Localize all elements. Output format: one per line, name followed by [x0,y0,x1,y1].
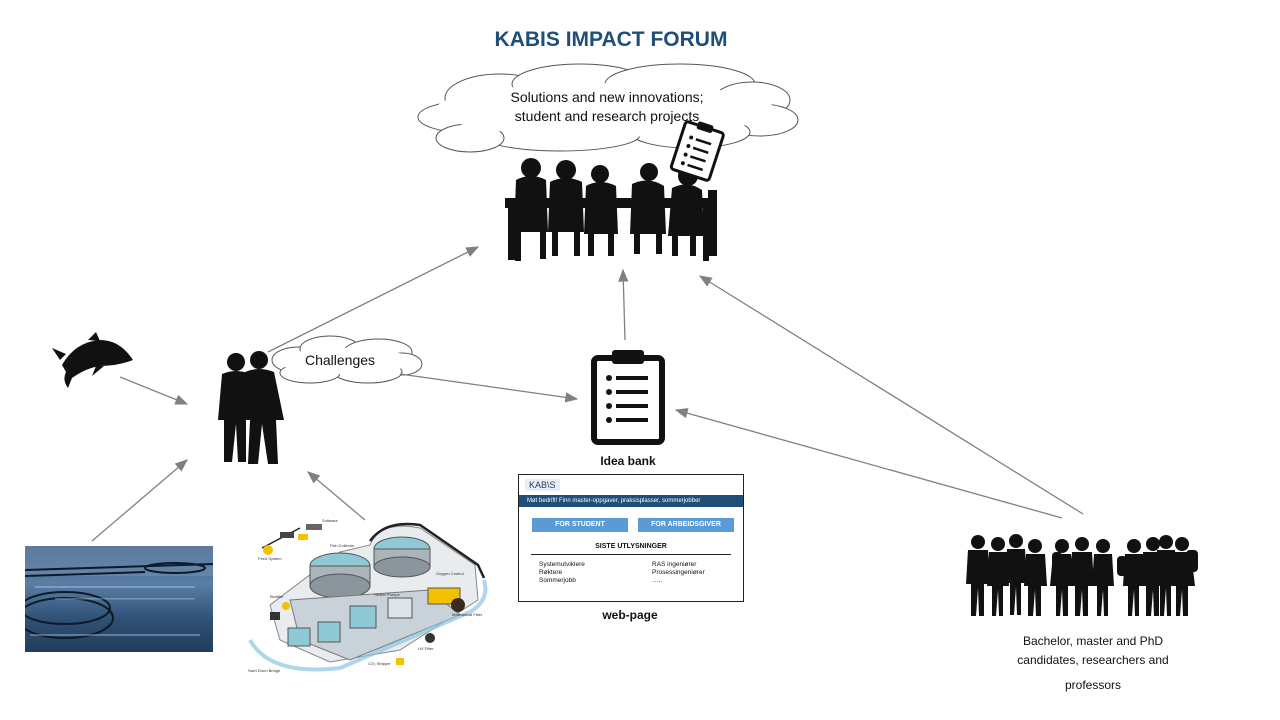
challenges-cloud [271,335,423,384]
page-title: KABIS IMPACT FORUM [494,28,728,51]
top-cloud-text: Solutions and new innovations; student a… [462,88,752,126]
students-group-icon [966,534,1198,616]
listing-item[interactable]: Systemutviklere [539,561,585,568]
listing-item[interactable]: Sommerjobb [539,577,576,584]
clipboard-icon [591,350,665,445]
challenges-label: Challenges [304,352,376,368]
clipboard-small-icon [669,120,725,182]
arrow-water-to-people [91,459,188,542]
listing-item[interactable]: ….. [652,577,663,584]
arrow-challenges-to-ideabank [399,373,579,403]
students-caption-line3: professors [1064,678,1122,692]
arrow-ras-to-people [307,471,366,521]
arrow-fish-to-people [119,376,189,405]
arrow-ideabank-to-forum [618,268,629,341]
idea-bank-label: Idea bank [600,454,656,468]
for-employer-button[interactable]: FOR ARBEIDSGIVER [638,518,734,532]
arrow-people-to-forum [267,246,480,353]
web-page-label: web-page [602,608,658,622]
for-student-button[interactable]: FOR STUDENT [532,518,628,532]
listing-item[interactable]: RAS ingeniører [652,561,697,568]
students-caption-line1: Bachelor, master and PhD [1022,634,1164,648]
students-caption-line2: candidates, researchers and [1017,653,1169,667]
fish-icon [52,332,133,388]
web-page-mockup: KAB\S Møt bedrift! Finn master-oppgaver,… [518,474,744,602]
listings-column-1: Systemutviklere Røktere Sommerjobb [539,561,585,585]
arrow-students-to-ideabank [674,408,1063,519]
web-page-logo: KAB\S [525,479,560,491]
arrow-students-to-forum [698,275,1084,515]
fish-farm-photo [25,546,213,652]
listings-column-2: RAS ingeniører Prosessingeniører ….. [652,561,705,585]
students-caption: Bachelor, master and PhD candidates, res… [1000,632,1186,695]
web-page-divider [531,554,731,555]
two-people-icon [218,351,284,464]
top-cloud-line2: student and research projects [514,108,700,124]
listing-item[interactable]: Prosessingeniører [652,569,705,576]
meeting-table-icon [505,158,717,261]
latest-listings-heading: SISTE UTLYSNINGER [595,543,667,550]
arrows [91,246,1084,542]
web-page-banner: Møt bedrift! Finn master-oppgaver, praks… [519,495,743,507]
top-cloud-line1: Solutions and new innovations; [510,89,704,105]
fish-farm-pens-icon [25,546,213,639]
listing-item[interactable]: Røktere [539,569,563,576]
